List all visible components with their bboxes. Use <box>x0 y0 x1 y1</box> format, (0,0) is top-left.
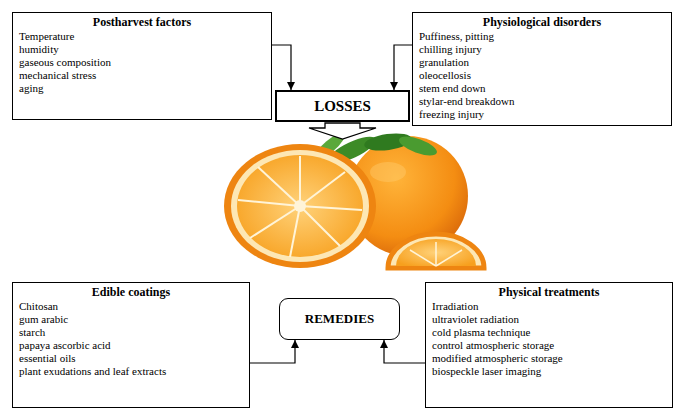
list-item: stem end down <box>419 82 486 95</box>
box-label: LOSSES <box>314 97 371 115</box>
losses-box: LOSSES <box>275 90 410 122</box>
box-heading: Postharvest factors <box>93 15 191 29</box>
list-item: mechanical stress <box>19 69 96 82</box>
orange-core <box>294 200 306 212</box>
list-item: biospeckle laser imaging <box>432 365 541 378</box>
wedge-segments <box>410 242 462 266</box>
list-item: gaseous composition <box>19 56 111 69</box>
list-item: ultraviolet radiation <box>432 313 519 326</box>
remedies-box: REMEDIES <box>279 298 400 340</box>
list-item: oleocellosis <box>419 69 471 82</box>
coating-box: Edible coatingsChitosangum arabicstarchp… <box>12 282 250 408</box>
list-item: Temperature <box>19 30 74 43</box>
list-item: modified atmospheric storage <box>432 352 563 365</box>
orange-wedge <box>388 234 484 268</box>
halved-orange <box>224 144 376 268</box>
list-item: freezing injury <box>419 108 484 121</box>
orange-segments <box>238 156 362 257</box>
list-item: plant exudations and leaf extracts <box>19 365 166 378</box>
arrow-connector <box>394 45 412 90</box>
box-heading: Physiological disorders <box>483 15 601 29</box>
treatment-box: Physical treatmentsIrradiationultraviole… <box>425 282 673 408</box>
box-heading: Edible coatings <box>92 285 170 299</box>
orange-flesh <box>237 155 363 257</box>
box-heading: Physical treatments <box>499 285 600 299</box>
disorder-box: Physiological disordersPuffiness, pittin… <box>412 12 672 126</box>
arrow-connector <box>272 45 291 90</box>
list-item: papaya ascorbic acid <box>19 339 111 352</box>
list-item: stylar-end breakdown <box>419 95 514 108</box>
wedge-flesh <box>396 239 476 266</box>
list-item: granulation <box>419 56 469 69</box>
box-label: REMEDIES <box>305 311 374 327</box>
orange-shine <box>370 162 406 182</box>
list-item: aging <box>19 82 43 95</box>
list-item: control atmospheric storage <box>432 339 554 352</box>
list-item: essential oils <box>19 352 76 365</box>
list-item: gum arabic <box>19 313 68 326</box>
list-item: cold plasma technique <box>432 326 530 339</box>
list-item: chilling injury <box>419 43 482 56</box>
list-item: Irradiation <box>432 300 478 313</box>
orange-rind <box>224 144 376 268</box>
arrow-connector <box>250 340 295 363</box>
list-item: Chitosan <box>19 300 58 313</box>
list-item: starch <box>19 326 45 339</box>
arrow-connector <box>384 340 425 363</box>
wedge-rind <box>388 234 484 268</box>
hollow-arrow <box>309 123 376 139</box>
orange-pith <box>231 150 369 262</box>
list-item: Puffiness, pitting <box>419 30 494 43</box>
list-item: humidity <box>19 43 59 56</box>
factor-box: Postharvest factorsTemperaturehumidityga… <box>12 12 272 120</box>
leaf <box>397 133 439 160</box>
